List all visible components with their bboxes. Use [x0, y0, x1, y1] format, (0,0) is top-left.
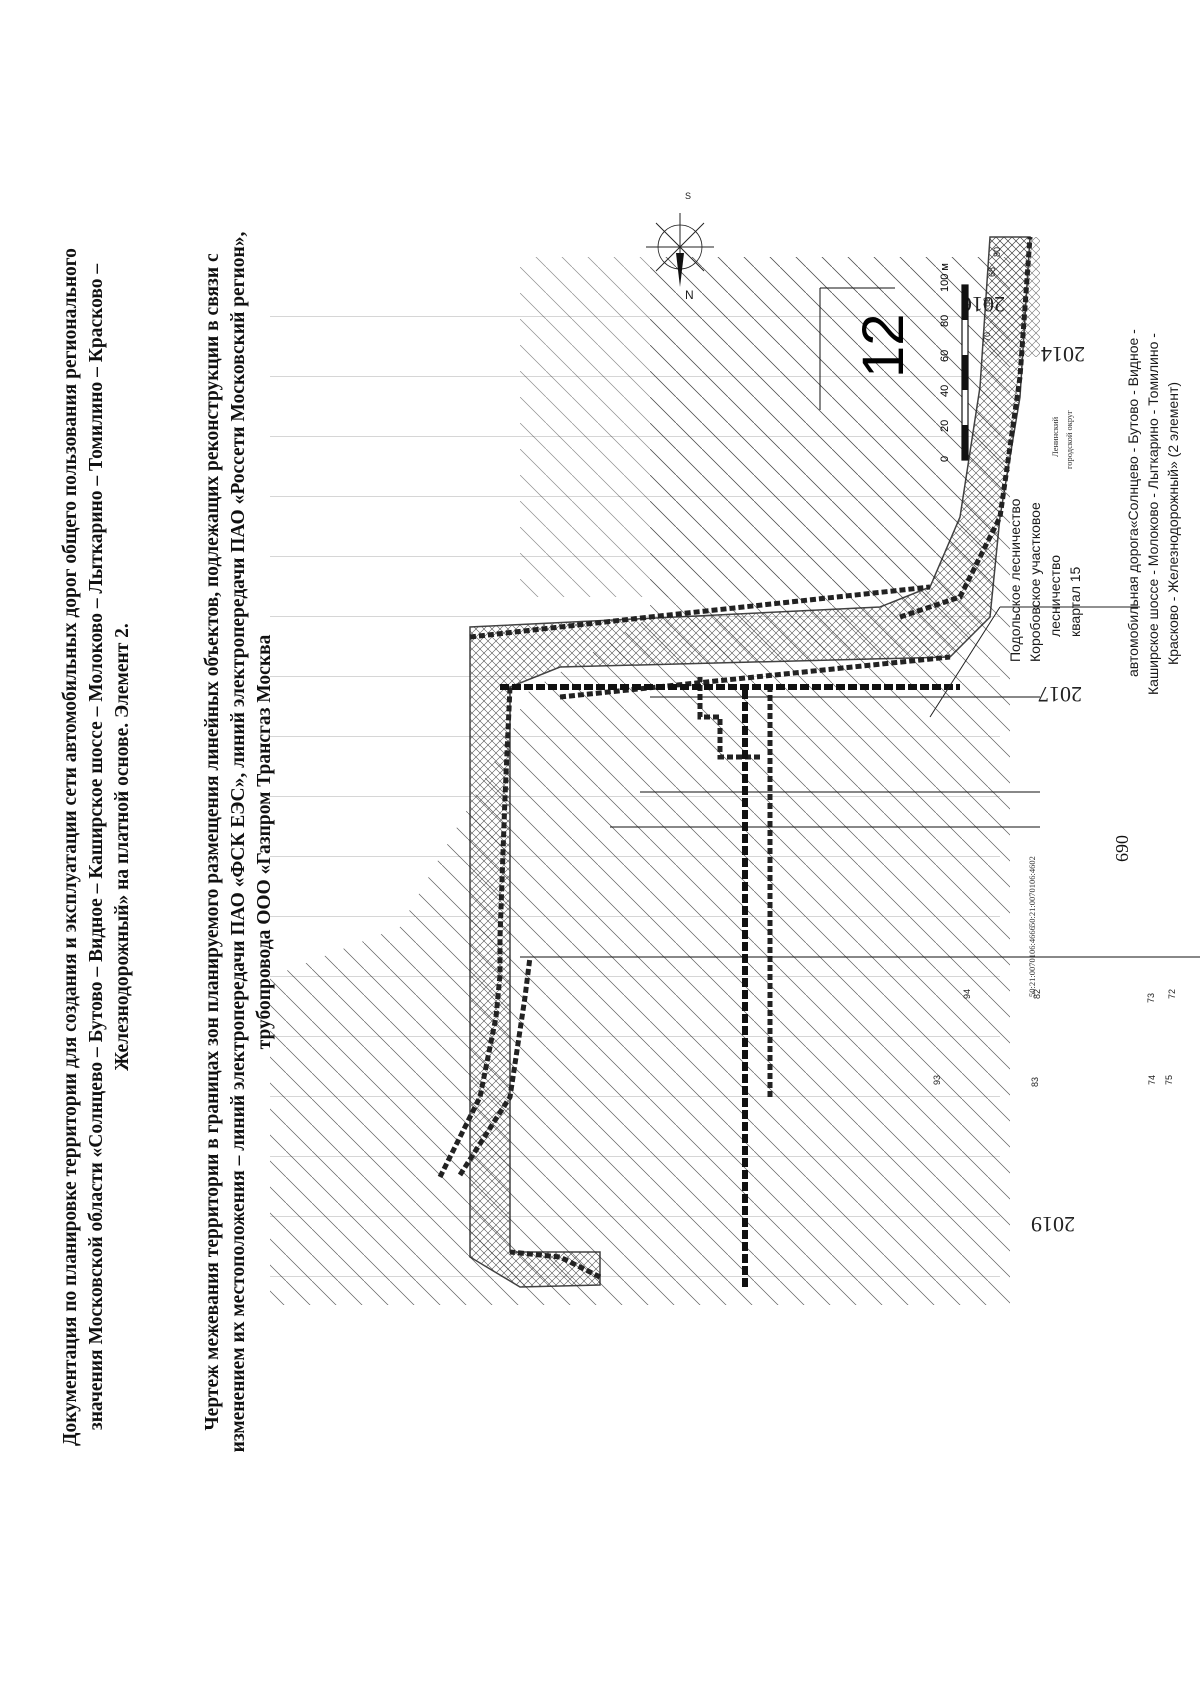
forestry-label: Подольское лесничество Коробовское участ… — [1007, 498, 1083, 662]
road-label-line: автомобильная дорога«Солнцево - Бутово -… — [1125, 329, 1141, 677]
road-label: автомобильная дорога«Солнцево - Бутово -… — [929, 329, 1181, 718]
sheet-number-box: 12 — [819, 287, 916, 410]
scale-tick: 0 — [939, 456, 951, 462]
point-number: 80 — [992, 247, 1002, 257]
point-number: 93 — [932, 1075, 942, 1085]
parcel-year: 2019 — [1031, 1212, 1075, 1237]
point-number: 73 — [1146, 993, 1156, 1003]
point-number: 70 — [982, 332, 992, 342]
zone-boundary — [437, 236, 1033, 1280]
scale-tick: 100 м — [939, 263, 951, 292]
cadastral-number: 50:21:0070106:4602 — [1027, 856, 1037, 927]
point-number: 75 — [1164, 1075, 1174, 1085]
point-number: 72 — [1167, 989, 1177, 999]
forestry-label-line: Подольское лесничество — [1007, 498, 1023, 662]
point-number: 82 — [1032, 989, 1042, 999]
scale-tick: 20 — [939, 420, 951, 432]
point-number: 68 — [987, 267, 997, 277]
compass-rose: N S — [646, 191, 714, 302]
cadastral-number: 50:21:0070106:4666 — [1027, 926, 1037, 997]
scale-tick: 80 — [939, 315, 951, 327]
district-label-line: Ленинский — [1050, 416, 1060, 457]
compass-north-letter: N — [685, 288, 694, 302]
cadastral-numbers: 50:21:0070106:4666 50:21:0070106:4602 — [1027, 856, 1037, 997]
road-label-line: Красково - Железнодорожный» (2 элемент) — [1165, 382, 1181, 665]
scale-tick: 40 — [939, 385, 951, 397]
point-number: 69 — [982, 297, 992, 307]
parcel-year: 2017 — [1038, 682, 1082, 707]
point-number: 74 — [1147, 1075, 1157, 1085]
district-label: Ленинский городской округ — [1050, 410, 1074, 469]
parcel-year: 2014 — [1041, 342, 1085, 367]
scale-tick: 60 — [939, 350, 951, 362]
point-numbers: 93 94 83 82 74 73 75 72 76 71 70 69 68 8… — [932, 247, 1177, 1087]
road-label-line: Каширское шоссе - Молоково - Лыткарино -… — [1145, 333, 1161, 695]
point-number: 83 — [1030, 1077, 1040, 1087]
point-number: 94 — [962, 989, 972, 999]
forest-hatching — [270, 257, 1010, 1305]
road-axis — [500, 684, 1200, 1287]
sheet-number: 12 — [851, 313, 916, 378]
forestry-label-line: Коробовское участковое — [1027, 502, 1043, 662]
forestry-label-line: лесничество — [1047, 555, 1063, 637]
planned-zone — [469, 236, 1040, 1288]
forestry-label-line: квартал 15 — [1067, 566, 1083, 637]
compass-south-letter: S — [685, 191, 691, 201]
scale-bar: 0 20 40 60 80 100 м — [939, 263, 969, 462]
district-label-line: городской округ — [1064, 410, 1074, 469]
parcel-years: 2019 2017 2014 2016 — [961, 292, 1085, 1237]
